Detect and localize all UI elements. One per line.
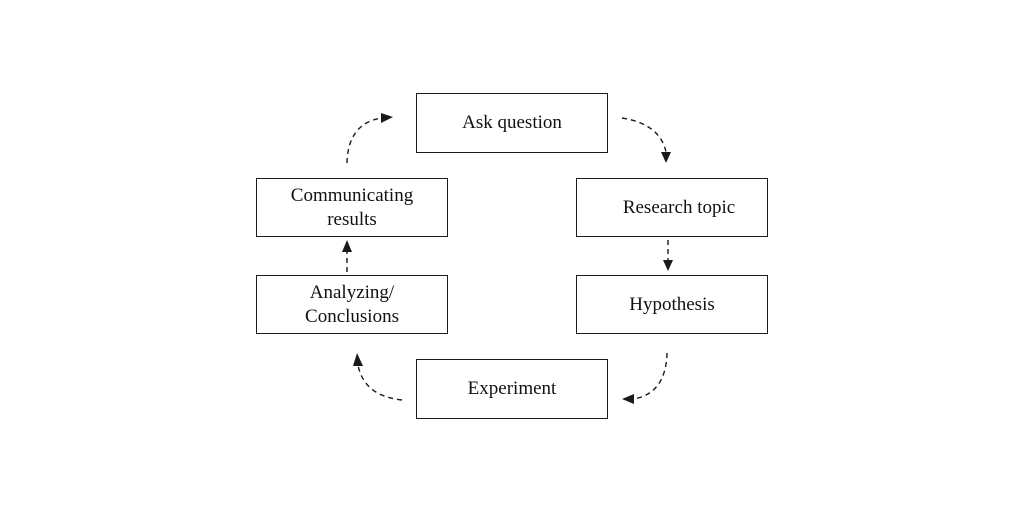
- hypothesis-label: Hypothesis: [629, 293, 715, 315]
- analyzing-conclusions-box: Analyzing/ Conclusions: [256, 275, 448, 334]
- analyzing-conclusions-label: Analyzing/ Conclusions: [305, 281, 399, 327]
- arrow-analyzing-to-communicating: [342, 240, 352, 272]
- ask-question-box: Ask question: [416, 93, 608, 153]
- ask-question-label: Ask question: [462, 112, 562, 133]
- arrow-hypothesis-to-experiment: [622, 352, 668, 404]
- hypothesis-box: Hypothesis: [576, 275, 768, 334]
- research-topic-box: Research topic: [576, 178, 768, 237]
- arrow-experiment-to-analyzing: [353, 353, 403, 401]
- communicating-results-label: Communicating results: [290, 184, 414, 230]
- arrow-communicating-to-ask: [346, 113, 393, 164]
- experiment-box: Experiment: [416, 359, 608, 419]
- arrow-ask-to-research: [621, 117, 671, 163]
- communicating-results-box: Communicating results: [256, 178, 448, 237]
- research-topic-label: Research topic: [622, 196, 736, 218]
- arrow-research-to-hypothesis: [663, 240, 673, 271]
- experiment-label: Experiment: [467, 378, 557, 399]
